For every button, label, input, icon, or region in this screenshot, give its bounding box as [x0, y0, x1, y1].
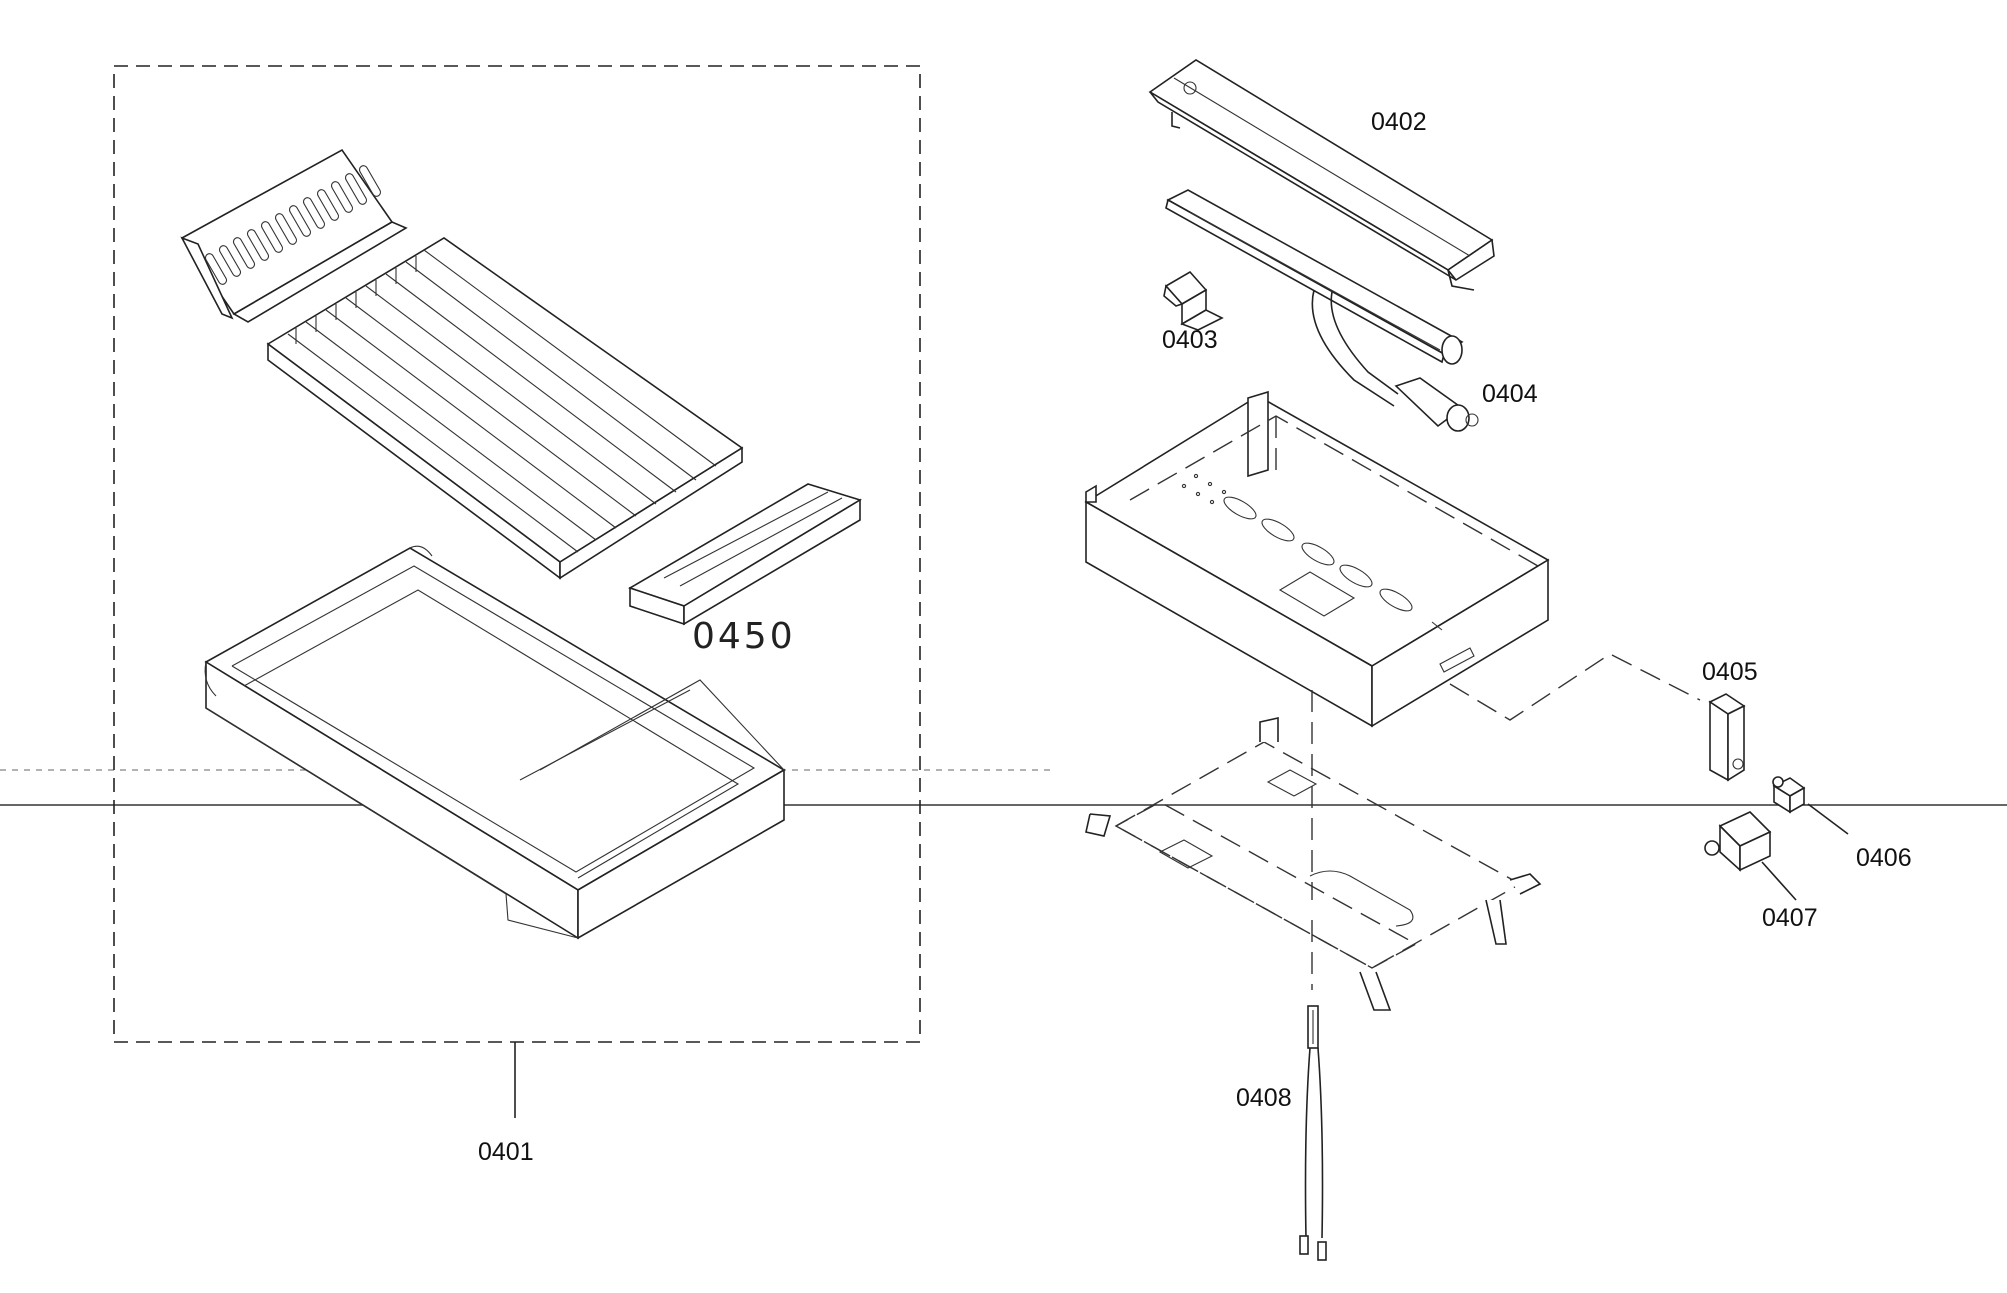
part-0407-valve: [1704, 811, 1797, 901]
part-0450-tray: [628, 483, 862, 626]
ribbed-grill-grate: [266, 237, 744, 580]
part-0401-enclosure: [113, 65, 921, 1043]
part-0404-burner-tube: [1165, 189, 1479, 432]
burner-box-housing: [1084, 390, 1550, 728]
base-mounting-plate: [1085, 717, 1542, 1011]
part-0405-bracket: [1708, 693, 1746, 782]
drip-pan-base: [204, 545, 786, 940]
part-0406-fitting: [1772, 776, 1849, 835]
part-0407-label: 0407: [1762, 904, 1818, 932]
assembly-guide-lines: [1311, 653, 1701, 990]
part-0401-group: 0450: [113, 65, 921, 1118]
part-0403-bracket: [1163, 270, 1224, 331]
part-0408-label: 0408: [1236, 1084, 1292, 1112]
part-0405-label: 0405: [1702, 658, 1758, 686]
part-0404-label: 0404: [1482, 380, 1538, 408]
part-0406-label: 0406: [1856, 844, 1912, 872]
part-0402-label: 0402: [1371, 108, 1427, 136]
part-0402-burner-shield: [1148, 59, 1495, 291]
part-0401-label: 0401: [478, 1138, 534, 1166]
part-0450-label: 0450: [692, 616, 796, 657]
vented-deflector-plate: [180, 148, 408, 323]
part-0408-igniter: [1299, 1005, 1327, 1261]
part-0403-label: 0403: [1162, 326, 1218, 354]
